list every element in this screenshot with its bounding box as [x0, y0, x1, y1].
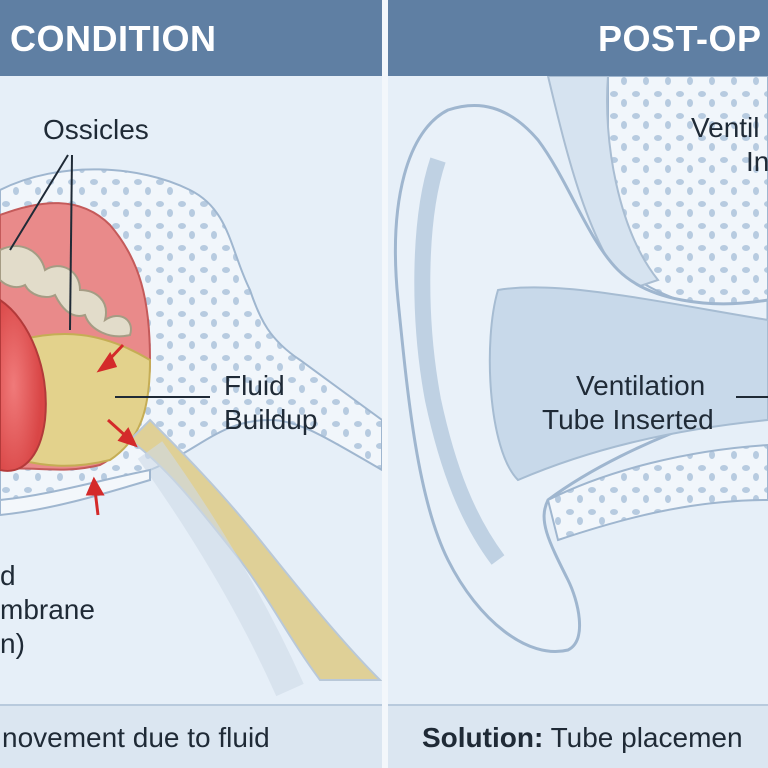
middle-ear-illustration	[0, 154, 382, 697]
tube-label-line2: Tube Inserted	[542, 404, 714, 435]
membrane-label-line3: n)	[0, 628, 25, 659]
right-footer-rest: Tube placemen	[543, 722, 743, 753]
left-panel: CONDITION	[0, 0, 382, 768]
ear-canal	[488, 286, 768, 482]
right-footer-text: Solution: Tube placemen	[422, 722, 743, 754]
panel-divider	[382, 0, 388, 768]
right-panel: POST-OP Ventil In Ventilation Tube Inser…	[388, 0, 768, 768]
left-footer: novement due to fluid	[0, 704, 382, 768]
left-header: CONDITION	[0, 0, 382, 76]
ossicles-label: Ossicles	[43, 114, 149, 145]
ossicles-leader-2	[69, 154, 73, 331]
left-header-title: CONDITION	[10, 18, 217, 59]
right-header: POST-OP	[388, 0, 768, 76]
top-label-line2: In	[746, 146, 768, 177]
fluid-label-line1: Fluid	[224, 370, 285, 401]
top-label-line1: Ventil	[691, 112, 760, 143]
fluid-region	[19, 333, 152, 467]
right-header-title: POST-OP	[598, 18, 762, 59]
membrane-label-line1: d	[0, 560, 16, 591]
eardrum	[0, 298, 47, 472]
ossicles-bones	[0, 245, 132, 338]
right-footer: Solution: Tube placemen	[388, 704, 768, 768]
ossicles-leader-1	[9, 154, 69, 251]
membrane-label-line2: mbrane	[0, 594, 95, 625]
outer-ear-illustration	[394, 76, 768, 653]
pressure-arrows	[85, 343, 138, 516]
right-footer-bold: Solution:	[422, 722, 544, 753]
left-footer-text: novement due to fluid	[2, 722, 270, 753]
fluid-label-line2: Buildup	[224, 404, 318, 435]
tube-label-line1: Ventilation	[576, 370, 706, 401]
